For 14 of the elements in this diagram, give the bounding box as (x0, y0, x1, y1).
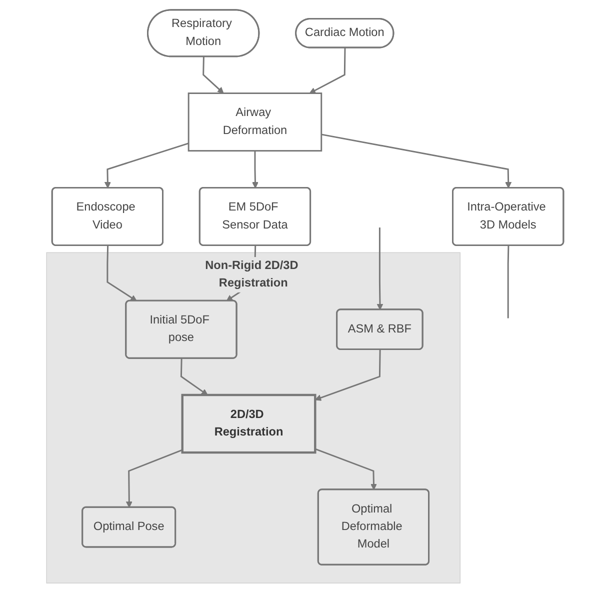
arrow (314, 448, 377, 490)
node-box: Airway Deformation (188, 92, 322, 152)
node-box: 2D/3D Registration (181, 394, 316, 454)
arrow (202, 56, 224, 94)
connector (507, 246, 510, 318)
arrow (104, 142, 189, 188)
arrow (106, 246, 137, 302)
arrow (252, 150, 258, 188)
arrow (180, 358, 208, 396)
arrow (376, 228, 384, 310)
arrow (309, 48, 346, 94)
arrow (126, 449, 183, 508)
arrow (314, 350, 381, 401)
arrow (321, 134, 512, 188)
